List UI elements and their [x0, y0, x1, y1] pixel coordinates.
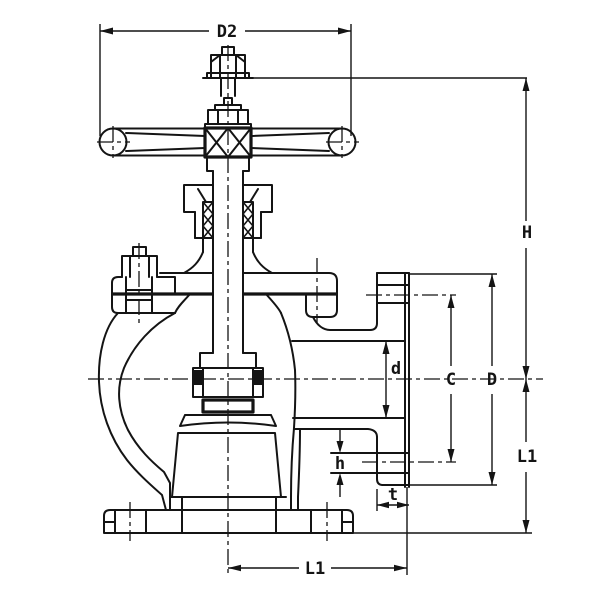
packing-hatch-left [202, 201, 214, 239]
hub-collar [206, 156, 250, 172]
body-wall-right-outer [297, 428, 301, 498]
body-wall-right-inner [280, 312, 297, 498]
centerlines [88, 45, 543, 575]
flange-extension-lines [376, 273, 497, 575]
stem-upper-section [220, 77, 236, 97]
bolt-shank [125, 276, 153, 314]
bolt-hole-bottom [330, 452, 410, 474]
valve-body [97, 312, 301, 511]
body-neck-left [174, 293, 191, 314]
flange-back [376, 272, 384, 486]
disc-nut [201, 398, 255, 414]
bonnet-bolt [121, 246, 158, 314]
packing-hatch-right [242, 201, 254, 239]
label-L1-bottom: L1 [305, 559, 325, 579]
bonnet-flange [111, 272, 338, 318]
dimension-D: D [487, 274, 497, 485]
handwheel-bar [112, 127, 343, 157]
dimension-d: d [382, 341, 401, 418]
gland-packing [183, 184, 273, 274]
bonnet-bell-left [183, 251, 204, 274]
label-L1-right: L1 [517, 447, 537, 467]
dimension-C: C [446, 295, 456, 462]
dimension-H: H [253, 77, 532, 379]
inlet-hub-walls [181, 496, 277, 534]
body-wall-left-outer [97, 312, 167, 511]
label-t: t [388, 485, 398, 505]
label-D: D [487, 370, 497, 390]
handwheel-hub-knurl [204, 127, 252, 158]
label-D2: D2 [217, 22, 237, 42]
label-d: d [391, 359, 401, 379]
disc [179, 414, 277, 427]
body-feet [169, 496, 299, 511]
flange-face [404, 272, 410, 488]
dimension-t: t [377, 485, 409, 509]
pipe-bottom-wall [293, 428, 378, 438]
top-nut [202, 46, 254, 97]
label-H: H [522, 223, 532, 243]
label-h: h [335, 454, 345, 474]
handwheel-end-cross-right [326, 126, 359, 158]
seat-hub [171, 432, 282, 498]
disc-assembly [171, 352, 282, 498]
dimension-D2: D2 [99, 22, 352, 136]
bolt-hex-head [121, 255, 158, 278]
inlet-flange [103, 496, 532, 534]
bolt-hole-top [376, 284, 410, 304]
handwheel [98, 126, 357, 172]
bonnet-bell-right [252, 251, 273, 274]
label-C: C [446, 370, 456, 390]
handwheel-end-cross-left [97, 126, 130, 158]
body-neck-right [265, 293, 282, 314]
bonnet-flange-left-tab [111, 276, 176, 314]
inlet-bolt-holes [114, 509, 343, 534]
dimension-L1-right: L1 [517, 379, 537, 533]
body-wall-left-inner [118, 312, 176, 498]
handwheel-spoke-lines [125, 132, 330, 152]
pipe-top-wall [312, 316, 378, 331]
backseat-seal-left [193, 370, 202, 385]
dimension-h: h [335, 429, 345, 497]
backseat-seal-right [254, 370, 263, 385]
dimension-L1-bottom: L1 [228, 559, 407, 579]
outlet-flange [291, 272, 497, 575]
